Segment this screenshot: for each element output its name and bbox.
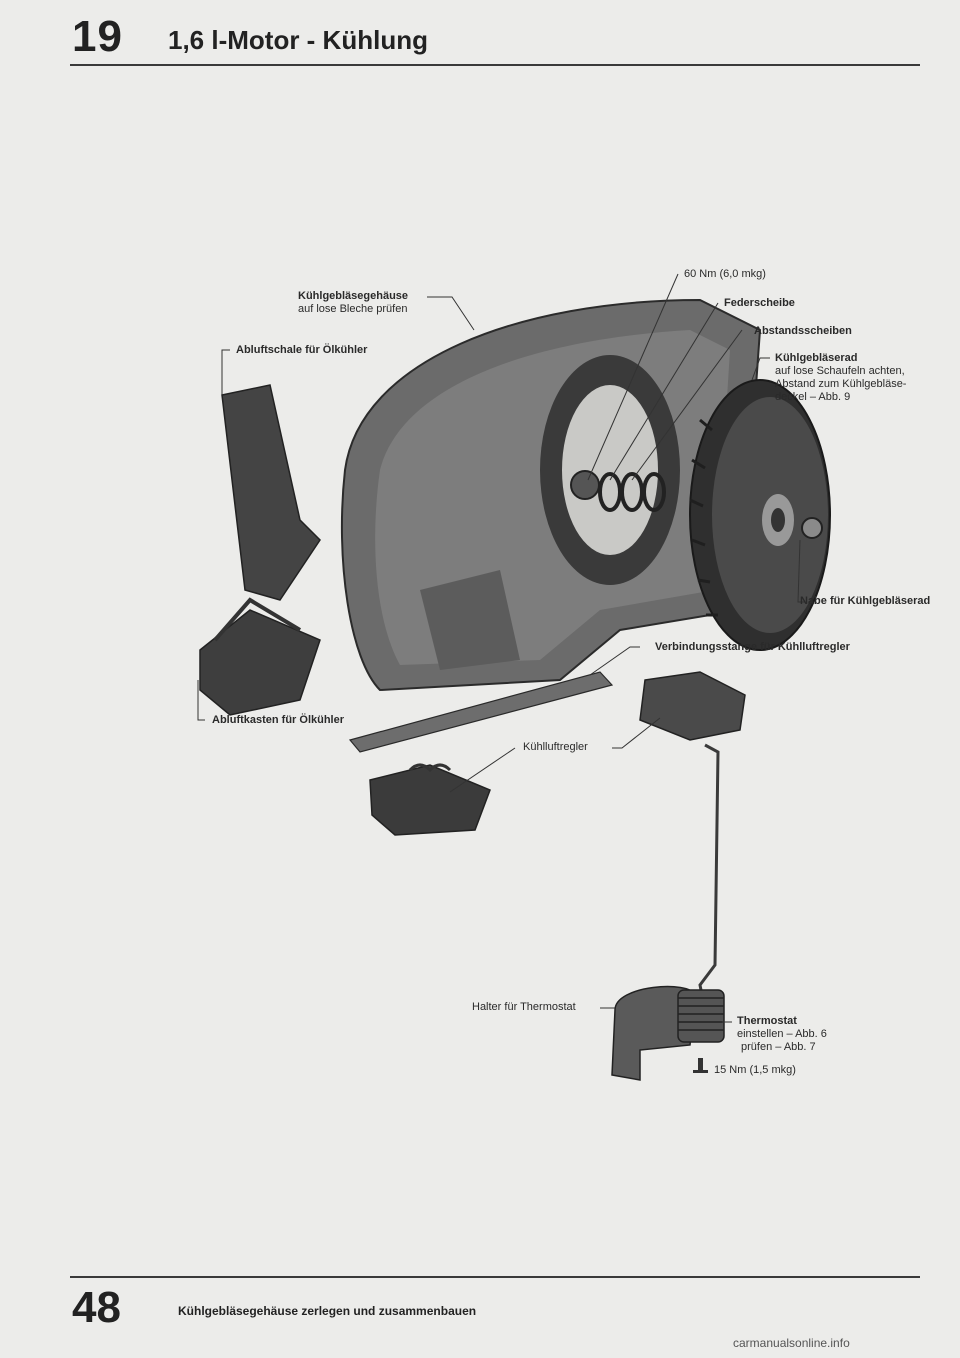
thermostat-rod-drawing xyxy=(698,743,720,1001)
label-torque-60nm: 60 Nm (6,0 mkg) xyxy=(684,268,766,280)
label-thermostat-note-2: prüfen – Abb. 7 xyxy=(741,1041,816,1053)
label-spacer-washers: Abstandsscheiben xyxy=(754,325,852,337)
label-exhaust-shroud: Abluftschale für Ölkühler xyxy=(236,344,368,356)
header-divider xyxy=(70,64,920,66)
label-fan-housing: Kühlgebläsegehäuse auf lose Bleche prüfe… xyxy=(298,290,408,316)
chapter-number: 19 xyxy=(72,12,123,61)
label-exhaust-box: Abluftkasten für Ölkühler xyxy=(212,714,345,726)
label-fan-housing-note: auf lose Bleche prüfen xyxy=(298,303,408,315)
label-thermostat: Thermostat einstellen – Abb. 6 prüfen – … xyxy=(737,1015,827,1054)
label-thermostat-title: Thermostat xyxy=(737,1015,797,1027)
footer-divider xyxy=(70,1276,920,1278)
nut-and-washers-drawing xyxy=(570,470,666,512)
page-title: 1,6 l-Motor - Kühlung xyxy=(168,25,428,55)
footer-title: Kühlgebläsegehäuse zerlegen und zusammen… xyxy=(178,1304,477,1318)
label-linkage-rod: Verbindungsstange für Kühlluftregler xyxy=(655,641,850,653)
watermark: carmanualsonline.info xyxy=(733,1336,850,1350)
label-thermostat-bracket: Halter für Thermostat xyxy=(472,1001,576,1013)
label-fan-hub: Nabe für Kühlgebläserad xyxy=(800,595,931,607)
label-fan-wheel-note-2: Abstand zum Kühlgebläse- xyxy=(775,378,907,390)
leader-lines xyxy=(197,273,805,1023)
label-fan-wheel-note-1: auf lose Schaufeln achten, xyxy=(775,365,905,377)
label-air-control: Kühlluftregler xyxy=(523,741,588,753)
oil-cooler-shroud-drawing xyxy=(199,384,321,716)
label-fan-wheel-note-3: deckel – Abb. 9 xyxy=(775,391,851,403)
label-fan-wheel: Kühlgebläserad auf lose Schaufeln achten… xyxy=(775,352,906,404)
label-thermostat-note-1: einstellen – Abb. 6 xyxy=(737,1028,827,1040)
air-control-flap-drawing xyxy=(369,671,746,836)
thermostat-drawing xyxy=(611,985,725,1081)
linkage-rod-drawing xyxy=(348,671,614,753)
label-fan-housing-title: Kühlgebläsegehäuse xyxy=(298,290,409,302)
fan-wheel-drawing xyxy=(689,379,831,651)
label-torque-15nm: 15 Nm (1,5 mkg) xyxy=(714,1064,796,1076)
label-fan-wheel-title: Kühlgebläserad xyxy=(775,352,858,364)
label-spring-washer: Federscheibe xyxy=(724,297,795,309)
fan-housing-drawing xyxy=(340,298,762,692)
page-number: 48 xyxy=(72,1283,121,1332)
